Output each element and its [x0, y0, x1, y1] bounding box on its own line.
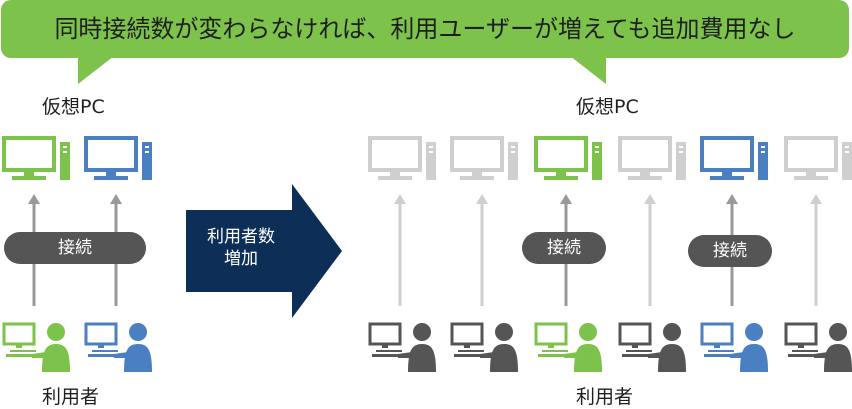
user-at-computer-icon — [700, 322, 772, 372]
increase-line-2: 増加 — [224, 249, 258, 269]
left-vpc-label: 仮想PC — [42, 96, 105, 118]
increase-arrow-label: 利用者数 増加 — [186, 226, 296, 270]
arrow-up-icon — [810, 194, 822, 306]
user-at-computer-icon — [2, 322, 74, 372]
user-at-computer-icon — [84, 322, 156, 372]
banner-tail-right — [570, 56, 606, 84]
user-at-computer-icon — [368, 322, 440, 372]
desktop-pc-icon — [534, 136, 606, 186]
connection-label: 接続 — [713, 241, 747, 261]
desktop-pc-icon — [450, 136, 522, 186]
desktop-pc-icon — [84, 136, 156, 186]
connection-label: 接続 — [58, 238, 92, 258]
increase-arrow — [186, 184, 342, 318]
user-at-computer-icon — [784, 322, 852, 372]
left-connection-pill: 接続 — [4, 232, 146, 264]
arrow-up-icon — [644, 194, 656, 306]
right-connection-pill-1: 接続 — [522, 232, 606, 264]
desktop-pc-icon — [784, 136, 852, 186]
user-at-computer-icon — [450, 322, 522, 372]
right-users-label: 利用者 — [576, 386, 634, 408]
banner: 同時接続数が変わらなければ、利用ユーザーが増えても追加費用なし — [1, 0, 849, 58]
right-vpc-label: 仮想PC — [576, 96, 639, 118]
desktop-pc-icon — [700, 136, 772, 186]
arrow-up-icon — [394, 194, 406, 306]
banner-tail-left — [78, 56, 114, 84]
left-users-label: 利用者 — [42, 386, 100, 408]
desktop-pc-icon — [368, 136, 440, 186]
desktop-pc-icon — [2, 136, 74, 186]
user-at-computer-icon — [534, 322, 606, 372]
user-at-computer-icon — [618, 322, 690, 372]
desktop-pc-icon — [618, 136, 690, 186]
right-connection-pill-2: 接続 — [688, 235, 772, 267]
banner-text: 同時接続数が変わらなければ、利用ユーザーが増えても追加費用なし — [54, 15, 796, 43]
connection-label: 接続 — [547, 238, 581, 258]
arrow-up-icon — [476, 194, 488, 306]
increase-line-1: 利用者数 — [207, 227, 275, 247]
